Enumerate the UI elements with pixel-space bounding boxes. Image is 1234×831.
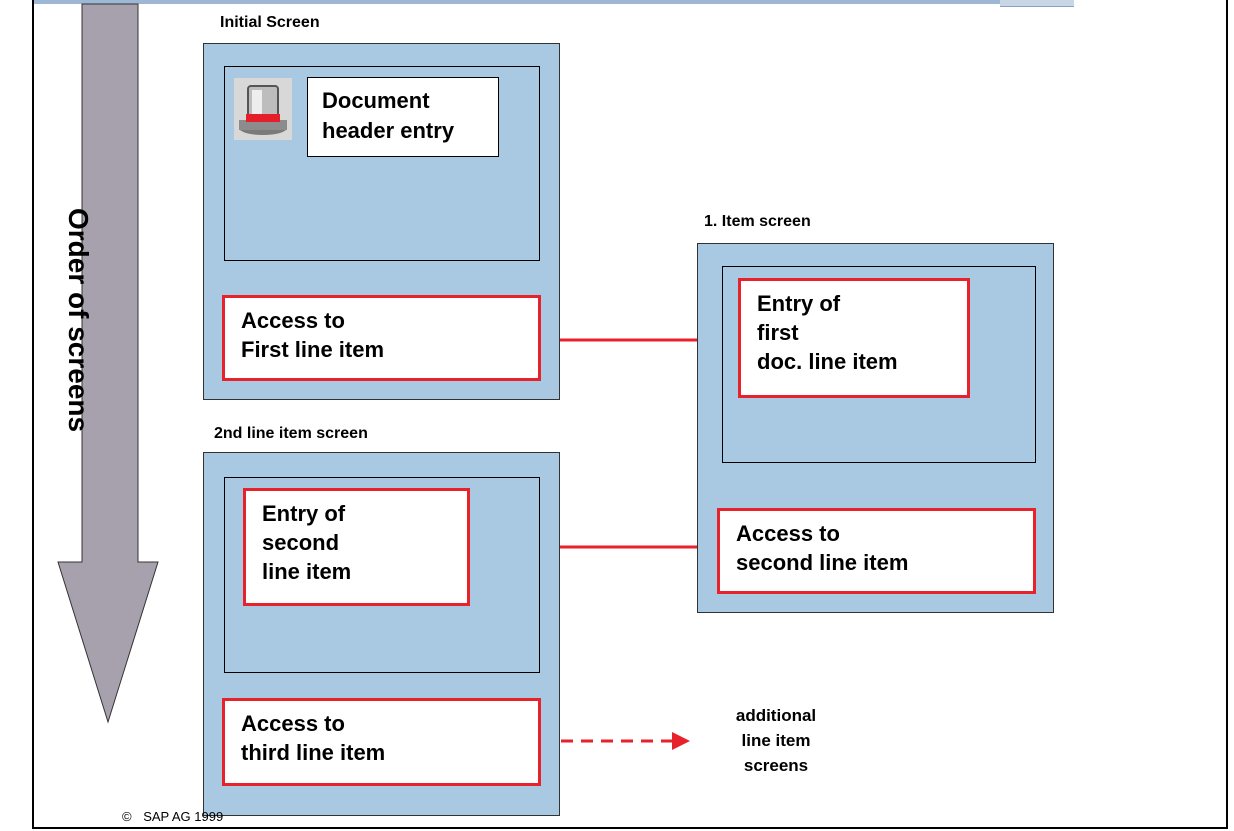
access-third-line-2: third line item [241, 740, 386, 765]
header-box-line-2: header entry [322, 118, 455, 143]
entry-first-line-3: doc. line item [757, 349, 898, 374]
entry-first-line-item-box: Entry of first doc. line item [738, 278, 970, 398]
copyright-text: SAP AG 1999 [143, 809, 224, 824]
access-second-line-2: second line item [736, 550, 909, 575]
copyright-symbol: © [122, 809, 132, 824]
entry-second-line-3: line item [262, 559, 352, 584]
access-second-line-item-box: Access to second line item [717, 508, 1036, 594]
entry-second-line-2: second [262, 530, 340, 555]
access-third-line-1: Access to [241, 711, 345, 736]
additional-line-3: screens [743, 756, 809, 775]
top-bar [34, 0, 1074, 4]
access-first-line-2: First line item [241, 337, 385, 362]
copyright-footer: © SAP AG 1999 [122, 809, 223, 824]
entry-first-line-2: first [757, 320, 799, 345]
additional-line-2: line item [741, 731, 811, 750]
access-third-line-item-box: Access to third line item [222, 698, 541, 786]
additional-line-1: additional [735, 706, 817, 725]
document-header-icon [234, 78, 292, 140]
entry-first-line-1: Entry of [757, 291, 841, 316]
item-screen-1-title: 1. Item screen [704, 213, 811, 230]
arrow-third-dashed-head [672, 732, 690, 750]
header-box-line-1: Document [322, 88, 430, 113]
additional-screens-label: additional line item screens [706, 703, 846, 778]
top-corner-tab [1000, 0, 1074, 7]
slide-frame [32, 0, 1228, 829]
entry-second-line-item-box: Entry of second line item [243, 488, 470, 606]
document-header-entry-box: Document header entry [307, 77, 499, 157]
access-first-line-1: Access to [241, 308, 345, 333]
order-arrow-shape [57, 3, 159, 724]
entry-second-line-1: Entry of [262, 501, 346, 526]
access-first-line-item-box: Access to First line item [222, 295, 541, 381]
item-screen-2-title: 2nd line item screen [214, 425, 368, 442]
access-second-line-1: Access to [736, 521, 840, 546]
order-of-screens-label: Order of screens [63, 208, 94, 433]
initial-screen-title: Initial Screen [220, 14, 320, 31]
